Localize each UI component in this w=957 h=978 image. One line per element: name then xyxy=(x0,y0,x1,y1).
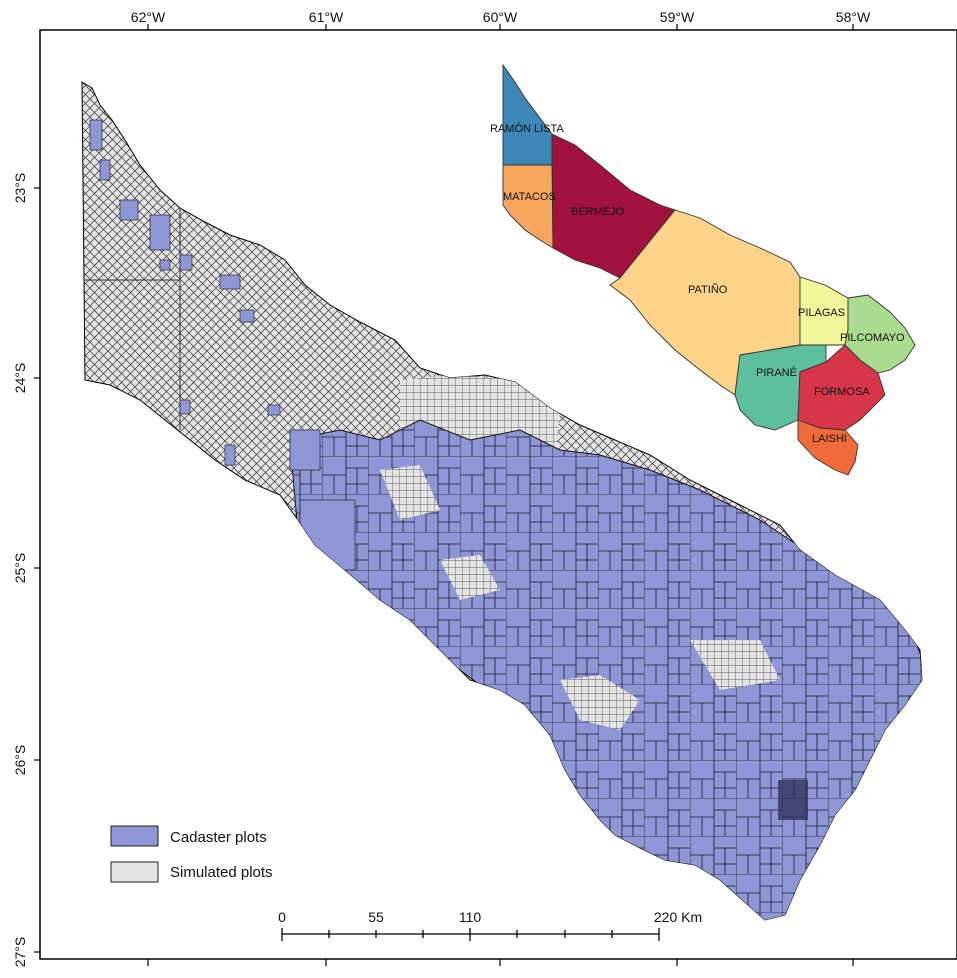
dept-label-pirane: PIRANÉ xyxy=(756,366,797,379)
dept-laishi xyxy=(797,419,859,476)
legend-swatch-simulated xyxy=(110,861,159,883)
dept-formosa xyxy=(797,344,886,431)
legend-label-simulated: Simulated plots xyxy=(170,864,273,881)
dept-label-matacos: MATACOS xyxy=(503,191,556,203)
scale-label-110: 110 xyxy=(459,909,482,925)
scale-label-0: 0 xyxy=(278,909,286,925)
lon-label-58w: 58°W xyxy=(836,9,871,25)
lon-label-59w: 59°W xyxy=(660,9,695,25)
dept-label-laishi: LAISHI xyxy=(812,433,847,445)
lat-label-26s: 26°S xyxy=(12,745,28,776)
inset-department-map xyxy=(502,63,916,476)
lat-label-23s: 23°S xyxy=(12,173,28,204)
dept-label-bermejo: BERMEJO xyxy=(571,206,625,218)
simulated-patch xyxy=(690,640,780,690)
simulated-patch xyxy=(440,555,500,600)
simulated-patch xyxy=(560,675,640,730)
scale-label-220: 220 Km xyxy=(654,909,702,925)
lon-label-60w: 60°W xyxy=(483,9,518,25)
dept-label-ramon-lista: RAMÓN LISTA xyxy=(490,122,564,135)
scale-bar: 0 55 110 220 Km xyxy=(278,909,702,941)
dense-plot-block xyxy=(778,780,808,820)
dept-label-pilcomayo: PILCOMAYO xyxy=(840,332,905,344)
lon-label-61w: 61°W xyxy=(309,9,344,25)
legend-label-cadaster: Cadaster plots xyxy=(170,829,267,846)
legend-swatch-cadaster xyxy=(110,825,159,847)
lat-label-25s: 25°S xyxy=(12,553,28,584)
province-map xyxy=(81,81,923,921)
lon-label-62w: 62°W xyxy=(131,9,166,25)
lat-label-24s: 24°S xyxy=(12,363,28,394)
dept-pilcomayo xyxy=(844,294,916,374)
dept-label-patino: PATIÑO xyxy=(688,283,728,296)
frame-ticks xyxy=(34,24,854,966)
simulated-patch xyxy=(380,465,440,520)
dept-label-formosa: FORMOSA xyxy=(814,386,870,398)
dept-label-pilagas: PILAGAS xyxy=(798,307,845,319)
scale-label-55: 55 xyxy=(368,909,384,925)
legend: Cadaster plots Simulated plots xyxy=(110,825,273,883)
lat-label-27s: 27°S xyxy=(12,937,28,968)
